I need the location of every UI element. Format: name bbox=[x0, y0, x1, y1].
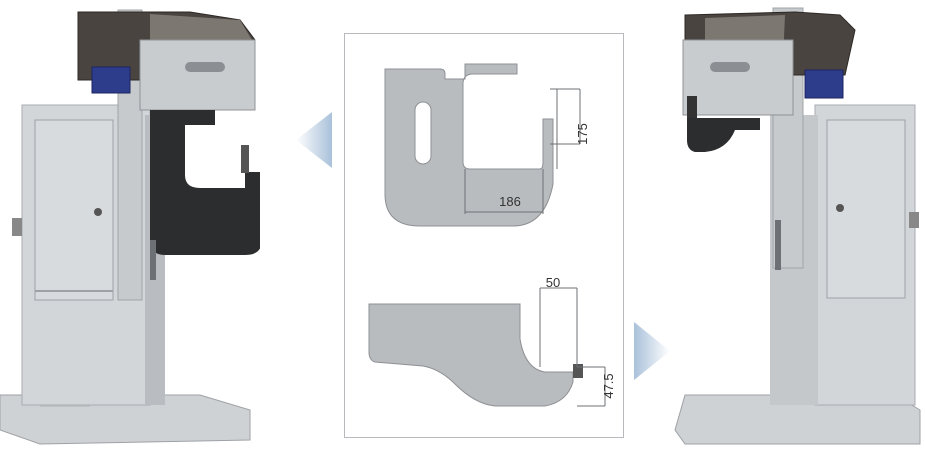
short-arm-dark bbox=[687, 118, 760, 152]
dim-lower-width: 50 bbox=[546, 275, 560, 290]
lower-arm-profile bbox=[368, 303, 574, 407]
door-lock bbox=[94, 208, 102, 216]
door-lock bbox=[836, 204, 844, 212]
anvil-tool bbox=[241, 145, 249, 173]
machine-base-plate bbox=[0, 394, 251, 445]
vertical-rod bbox=[775, 220, 781, 270]
head-slot bbox=[710, 62, 750, 72]
arrow-right-icon bbox=[634, 322, 670, 380]
dim-upper-width: 186 bbox=[499, 194, 521, 209]
door-bottom-line bbox=[35, 290, 113, 292]
dim-lower-depth: 47.5 bbox=[601, 373, 616, 398]
parts-bin bbox=[804, 69, 844, 99]
vertical-rod bbox=[150, 240, 156, 280]
head-housing bbox=[682, 39, 794, 116]
machine-photo-large-throat bbox=[0, 9, 260, 445]
head-slot bbox=[185, 62, 225, 72]
dimension-panel: 186 175 50 47.5 bbox=[344, 33, 624, 438]
side-handle bbox=[909, 212, 919, 228]
machine-photo-small-throat bbox=[674, 7, 921, 445]
upper-slot bbox=[414, 101, 432, 165]
front-tool bbox=[687, 96, 697, 118]
head-housing bbox=[139, 39, 256, 111]
parts-bin bbox=[91, 66, 131, 94]
profile-drawings: 186 175 50 47.5 bbox=[368, 63, 616, 407]
c-frame-dark bbox=[150, 110, 260, 255]
upper-c-frame-profile bbox=[384, 63, 554, 227]
arrow-left-icon bbox=[296, 112, 332, 168]
side-handle bbox=[12, 218, 22, 236]
dim-upper-depth: 175 bbox=[575, 123, 590, 145]
lower-anvil bbox=[573, 364, 583, 378]
